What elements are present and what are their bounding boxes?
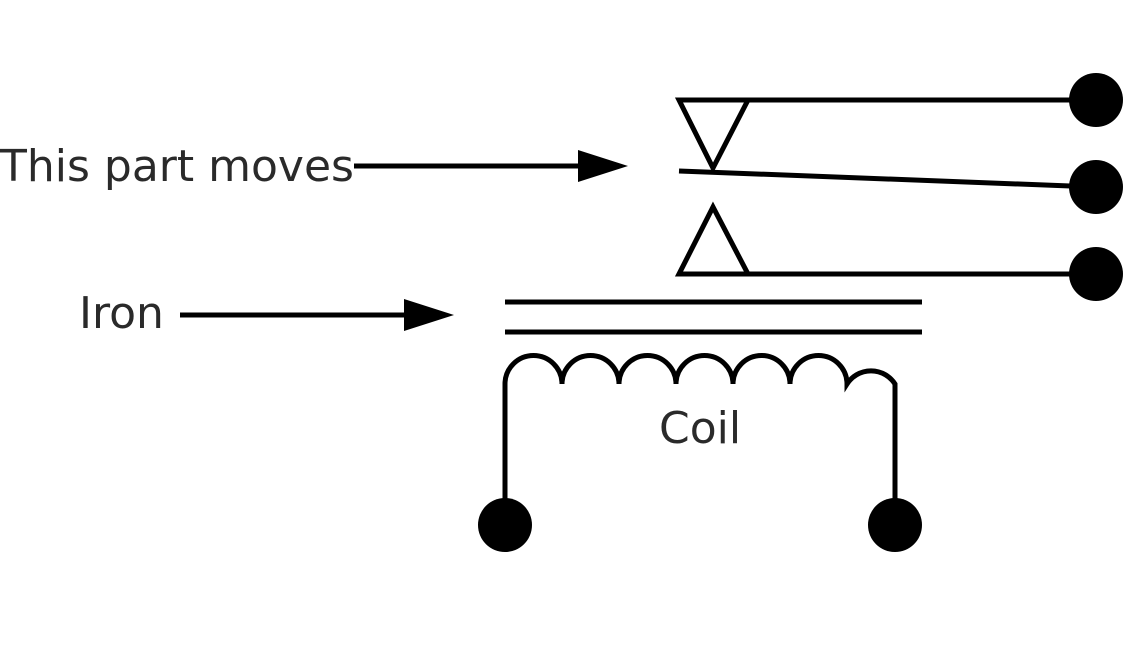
iron-label: Iron [79, 288, 164, 339]
moving-contact-arm [678, 168, 1097, 190]
terminal-moving-contact [1069, 160, 1123, 214]
coil-winding [502, 353, 898, 525]
iron-arrow [180, 299, 454, 331]
moving-part-arrow [354, 150, 628, 182]
lower-fixed-contact [674, 201, 1096, 277]
upper-fixed-contact [674, 97, 1096, 174]
iron-core [505, 299, 922, 335]
terminal-coil-right [868, 498, 922, 552]
coil-label: Coil [659, 403, 741, 454]
terminal-coil-left [478, 498, 532, 552]
moving-part-label: This part moves [0, 141, 354, 192]
terminal-lower-contact [1069, 247, 1123, 301]
terminal-upper-contact [1069, 73, 1123, 127]
